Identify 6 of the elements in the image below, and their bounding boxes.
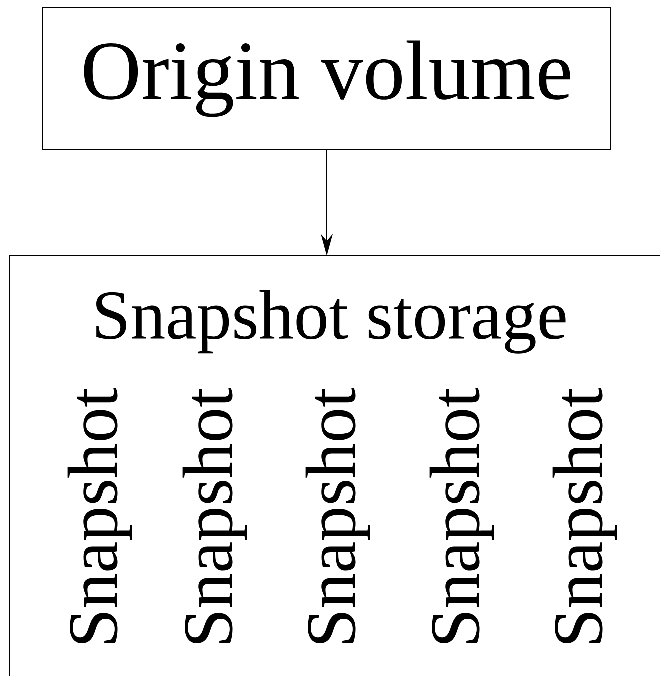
snapshot-label: Snapshot [306,388,370,644]
snapshot-label: Snapshot [68,388,132,644]
snapshot-label: Snapshot [430,388,494,644]
snapshot-label: Snapshot [552,388,618,644]
volume-box: Origin volume [42,8,612,150]
snapshot-label: Snapshot [182,388,248,644]
